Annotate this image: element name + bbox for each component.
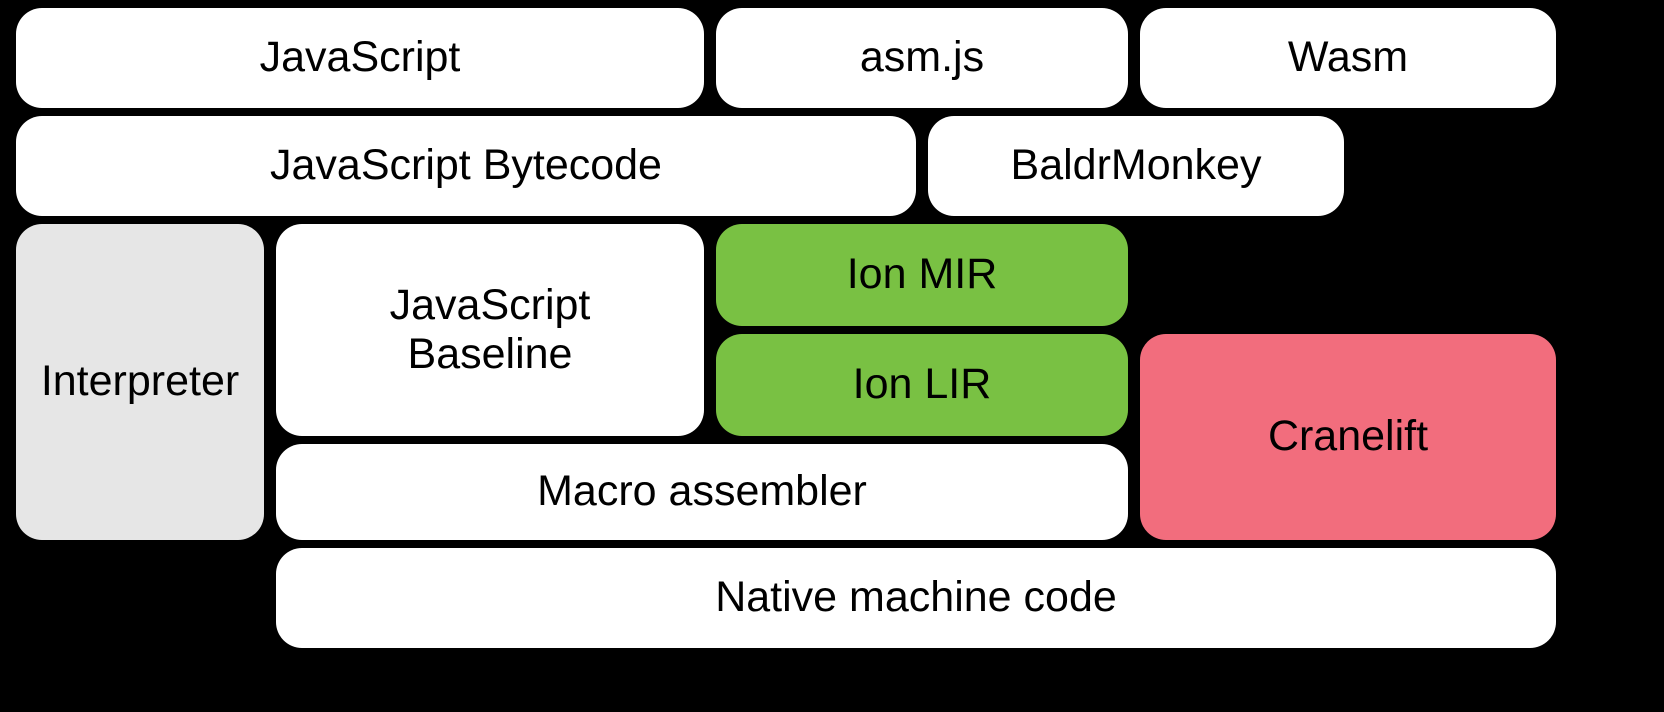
node-javascript-label: JavaScript — [259, 33, 461, 82]
node-native-machine-code: Native machine code — [276, 548, 1556, 648]
node-cranelift-label: Cranelift — [1267, 412, 1429, 461]
node-native-machine-code-label: Native machine code — [715, 573, 1117, 622]
node-wasm: Wasm — [1140, 8, 1556, 108]
node-javascript-baseline-label: JavaScript Baseline — [389, 280, 591, 378]
node-macro-assembler-label: Macro assembler — [537, 467, 867, 516]
node-cranelift: Cranelift — [1140, 334, 1556, 540]
node-javascript-baseline: JavaScript Baseline — [276, 224, 704, 436]
node-baldrmonkey-label: BaldrMonkey — [1010, 141, 1262, 190]
node-javascript-bytecode: JavaScript Bytecode — [16, 116, 916, 216]
node-ion-mir-label: Ion MIR — [846, 250, 998, 299]
node-ion-lir-label: Ion LIR — [852, 360, 992, 409]
node-wasm-label: Wasm — [1287, 33, 1409, 82]
node-asmjs: asm.js — [716, 8, 1128, 108]
node-asmjs-label: asm.js — [859, 33, 985, 82]
node-javascript: JavaScript — [16, 8, 704, 108]
node-interpreter-label: Interpreter — [40, 357, 240, 406]
node-ion-mir: Ion MIR — [716, 224, 1128, 326]
node-macro-assembler: Macro assembler — [276, 444, 1128, 540]
node-interpreter: Interpreter — [16, 224, 264, 540]
node-javascript-bytecode-label: JavaScript Bytecode — [270, 141, 662, 190]
node-ion-lir: Ion LIR — [716, 334, 1128, 436]
node-baldrmonkey: BaldrMonkey — [928, 116, 1344, 216]
